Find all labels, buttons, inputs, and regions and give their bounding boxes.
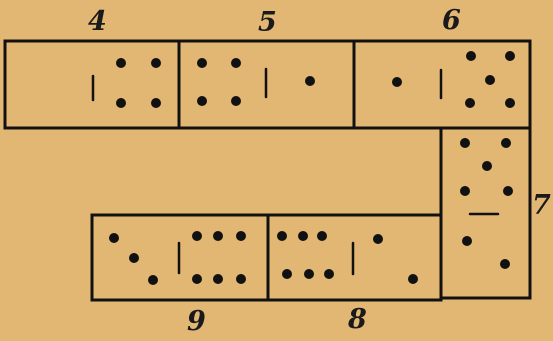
domino-6-pip: [466, 51, 476, 61]
domino-5-label: 5: [258, 7, 277, 38]
domino-8-pip: [298, 231, 308, 241]
domino-6-pip: [465, 98, 475, 108]
domino-9-pip: [213, 231, 223, 241]
domino-5-pip: [231, 96, 241, 106]
domino-6-pip: [505, 98, 515, 108]
domino-9-label: 9: [187, 306, 206, 337]
domino-6-pip: [392, 77, 402, 87]
domino-6-pip: [485, 75, 495, 85]
domino-6: [354, 41, 530, 128]
domino-7: [441, 128, 530, 298]
domino-8-pip: [304, 269, 314, 279]
domino-4-pip: [116, 58, 126, 68]
domino-4-pip: [151, 98, 161, 108]
domino-9-pip: [129, 253, 139, 263]
domino-8-pip: [282, 269, 292, 279]
domino-9: [92, 215, 268, 300]
domino-9-pip: [213, 274, 223, 284]
domino-4-label: 4: [88, 6, 107, 37]
domino-4-pip: [116, 98, 126, 108]
domino-7-pip: [501, 138, 511, 148]
domino-8-pip: [317, 231, 327, 241]
domino-8: [268, 215, 441, 300]
domino-7-pip: [503, 186, 513, 196]
domino-8-pip: [408, 274, 418, 284]
domino-8-pip: [324, 269, 334, 279]
domino-9-pip: [192, 274, 202, 284]
domino-5-pip: [197, 58, 207, 68]
domino-6-pip: [505, 51, 515, 61]
domino-6-label: 6: [442, 5, 461, 36]
domino-8-pip: [373, 234, 383, 244]
domino-7-pip: [482, 161, 492, 171]
domino-9-pip: [148, 275, 158, 285]
domino-7-pip: [460, 186, 470, 196]
domino-8-outline: [268, 215, 441, 300]
domino-7-pip: [500, 259, 510, 269]
domino-7-pip: [460, 138, 470, 148]
domino-5-pip: [231, 58, 241, 68]
domino-9-pip: [192, 231, 202, 241]
domino-8-pip: [277, 231, 287, 241]
domino-4: [5, 41, 179, 128]
domino-9-pip: [236, 274, 246, 284]
domino-9-pip: [236, 231, 246, 241]
domino-5: [179, 41, 354, 128]
domino-4-pip: [151, 58, 161, 68]
domino-5-pip: [305, 76, 315, 86]
domino-5-pip: [197, 96, 207, 106]
domino-8-label: 8: [347, 304, 367, 335]
domino-7-pip: [462, 236, 472, 246]
domino-7-label: 7: [532, 190, 551, 221]
domino-9-pip: [109, 233, 119, 243]
